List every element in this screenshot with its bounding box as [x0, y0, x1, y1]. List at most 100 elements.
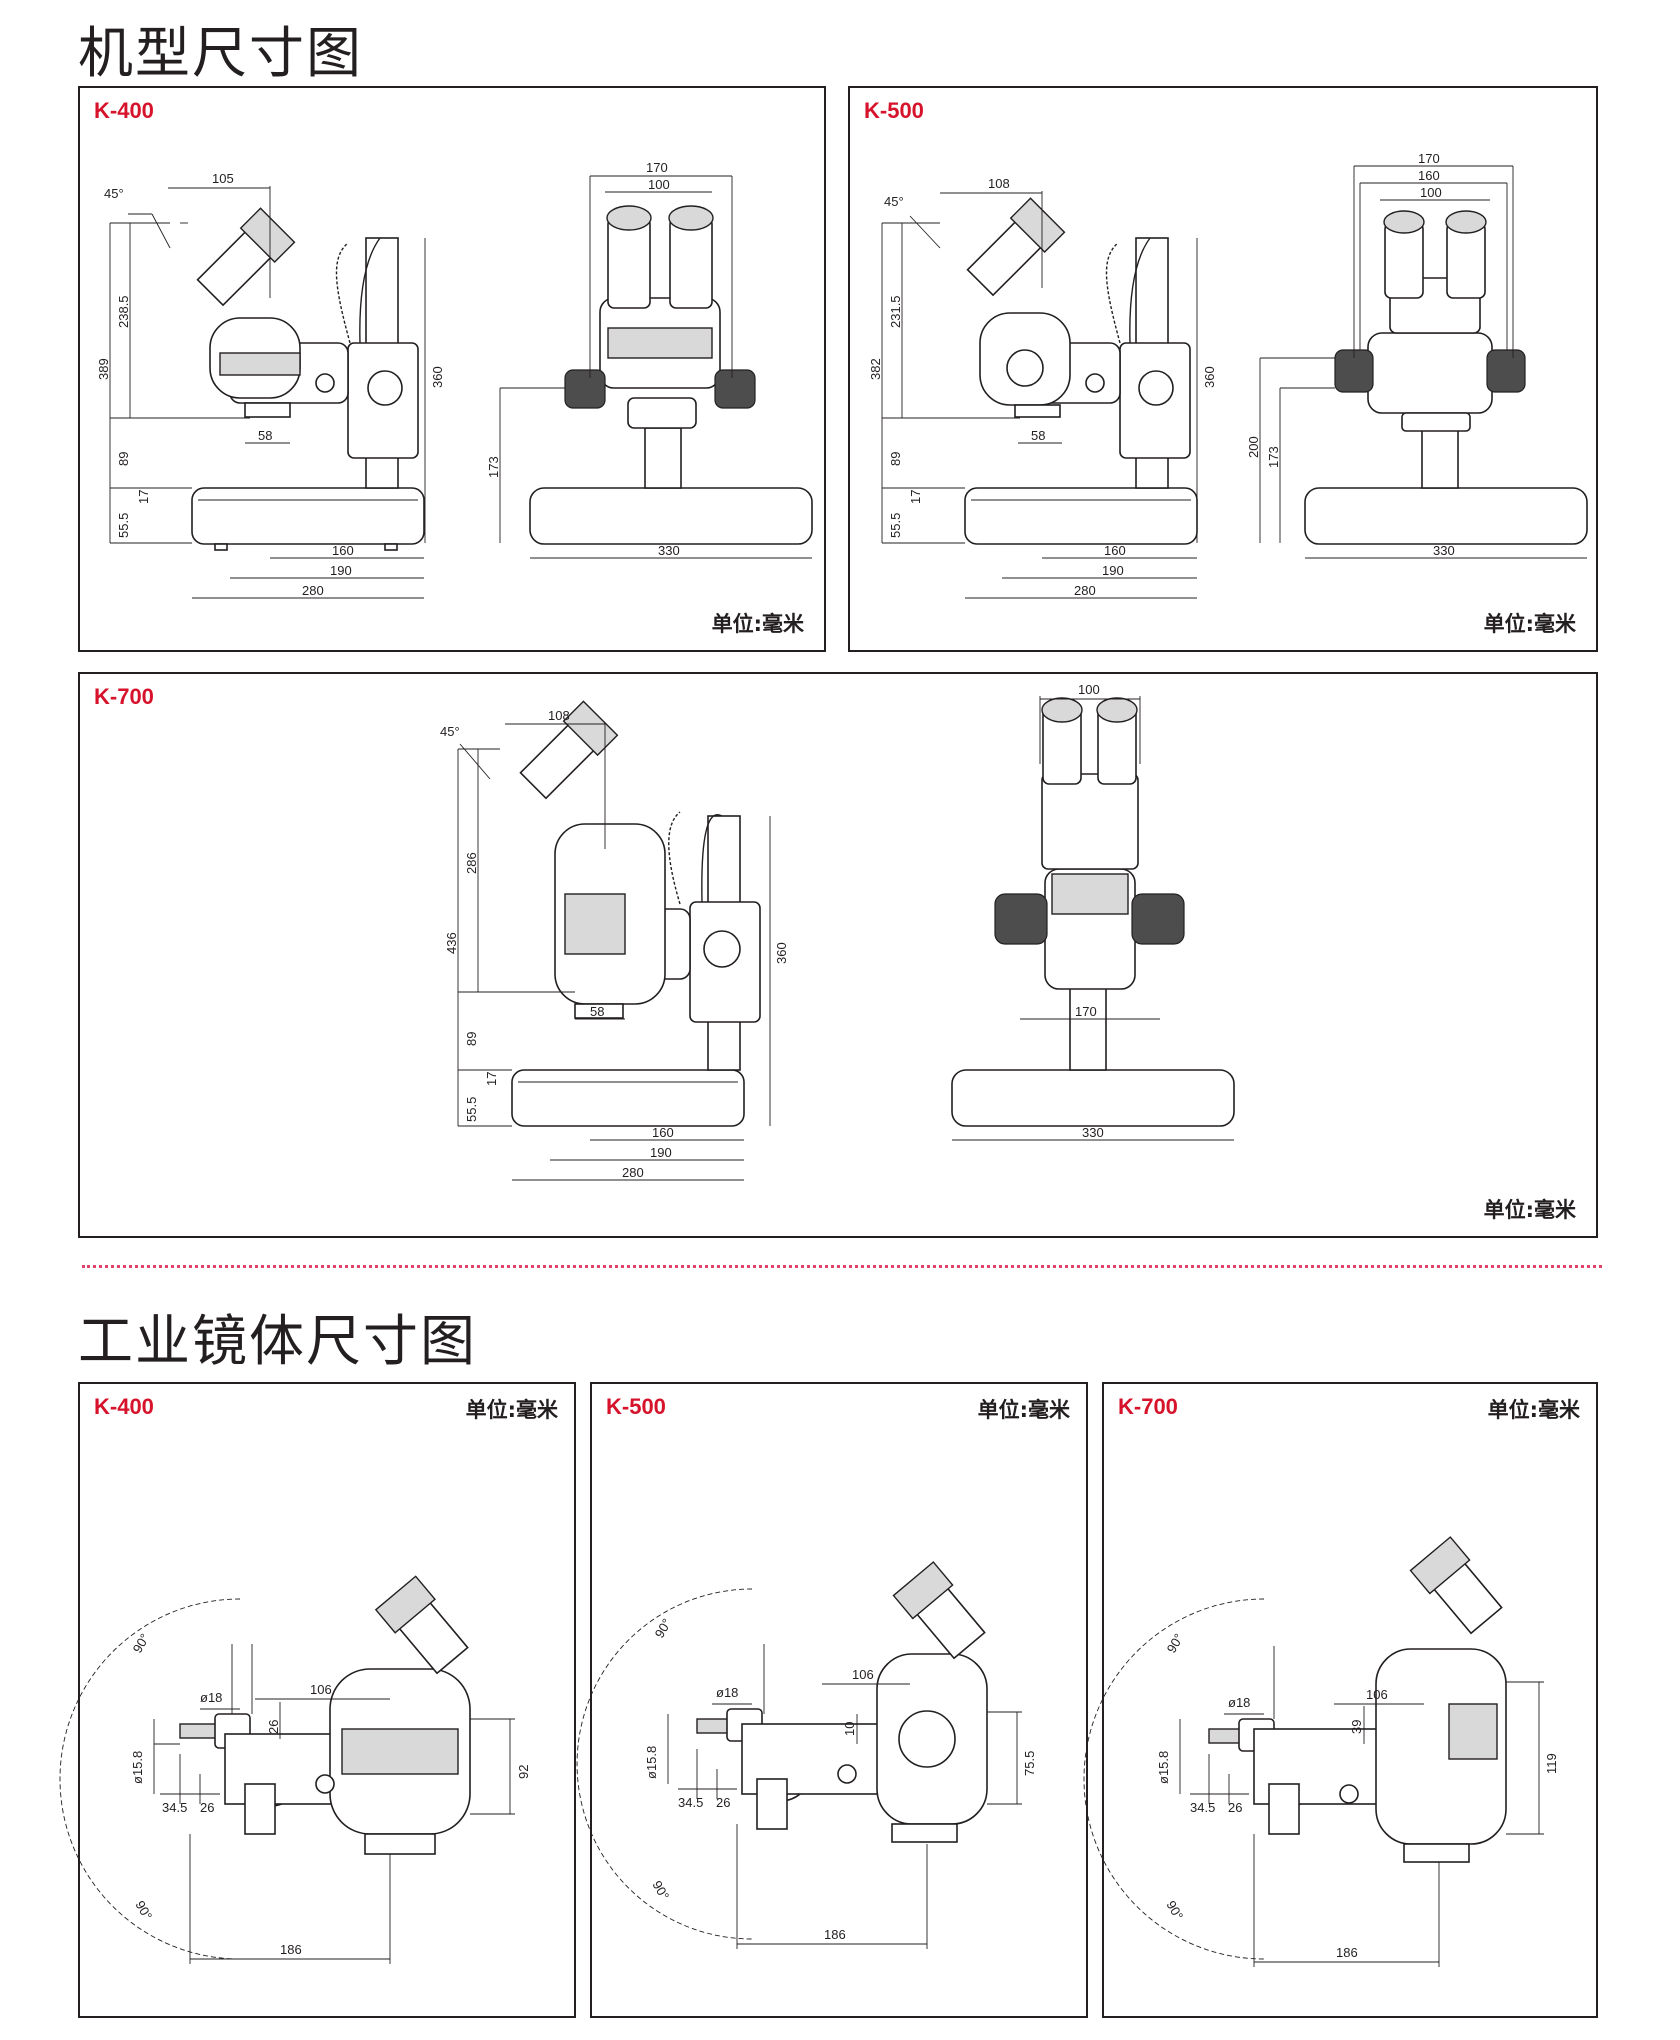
dim-d3: 280: [1074, 583, 1096, 598]
dim-lens: 58: [1031, 428, 1045, 443]
dim-h: 119: [1544, 1753, 1559, 1774]
k400-body-drawing: 90° 90° ø18 106 26 92 ø15.8 34.5 2: [59, 1575, 531, 1964]
panel-k400-body: K-400 单位:毫米 90° 90° ø18 106 26 92 ø15.8: [59, 1382, 576, 2018]
dim-39v: 39: [1349, 1720, 1364, 1734]
dim-base: 55.5: [116, 513, 131, 538]
dia15: ø15.8: [1156, 1751, 1171, 1784]
dim-h: 75.5: [1022, 1751, 1037, 1776]
dim-angle: 45°: [440, 724, 460, 739]
dim-len: 186: [280, 1942, 302, 1957]
dim-d2: 190: [1102, 563, 1124, 578]
dim-front-w2: 100: [648, 177, 670, 192]
k400-stand-drawing: 45° 105 238.5 389 89 55.5 17 58 360 160 …: [96, 160, 813, 599]
section-title-body: 工业镜体尺寸图: [78, 1309, 478, 1373]
dim-mid: 89: [116, 452, 131, 466]
dim-26v: 26: [266, 1720, 281, 1734]
k500-body-drawing: 90° 90° ø18 106 10 75.5 ø15.8 34.5 26: [576, 1561, 1037, 1949]
dim-foot: 17: [484, 1072, 499, 1086]
dim-b: 26: [716, 1795, 730, 1810]
dim-d2: 190: [330, 563, 352, 578]
dim-base: 55.5: [464, 1097, 479, 1122]
dim-front-base: 330: [1433, 543, 1455, 558]
dim-h: 92: [516, 1765, 531, 1779]
dim-front-w1: 170: [646, 160, 668, 175]
dim-d3: 280: [622, 1165, 644, 1180]
model-label: K-400: [94, 98, 154, 123]
dim-106: 106: [1366, 1687, 1388, 1702]
dim-pillar: 360: [430, 366, 445, 388]
dim-106: 106: [852, 1667, 874, 1682]
dim-lens: 58: [590, 1004, 604, 1019]
k700-stand-drawing: 45° 108 286 436 89 55.5 17 58 360 160 19…: [440, 682, 1235, 1181]
dim-front-h2: 173: [1266, 446, 1281, 468]
dim-b: 26: [200, 1800, 214, 1815]
dim-total: 389: [96, 358, 111, 380]
dim-front-base: 330: [658, 543, 680, 558]
dia15: ø15.8: [130, 1751, 145, 1784]
angle-bottom: 90°: [1163, 1898, 1186, 1923]
angle-bottom: 90°: [132, 1898, 155, 1923]
dim-a: 34.5: [162, 1800, 187, 1815]
dim-d2: 190: [650, 1145, 672, 1160]
dia18: ø18: [200, 1690, 222, 1705]
dim-angle: 45°: [884, 194, 904, 209]
unit-label: 单位:毫米: [711, 612, 804, 636]
unit-label: 单位:毫米: [1487, 1398, 1580, 1422]
dim-front-w2: 170: [1075, 1004, 1097, 1019]
panel-k700-stand: K-700 45° 108 286 436 89 55.5 17: [78, 672, 1598, 1238]
angle-top: 90°: [652, 1616, 675, 1641]
angle-top: 90°: [1164, 1631, 1187, 1656]
dim-pillar: 360: [774, 942, 789, 964]
dim-b: 26: [1228, 1800, 1242, 1815]
dim-a: 34.5: [1190, 1800, 1215, 1815]
dim-front-h1: 200: [1246, 436, 1261, 458]
dim-mid: 89: [464, 1032, 479, 1046]
k500-stand-drawing: 45° 108 231.5 382 89 55.5 17 58 360 160 …: [868, 151, 1588, 599]
model-label: K-400: [94, 1394, 154, 1419]
dim-upper: 231.5: [888, 295, 903, 328]
unit-label: 单位:毫米: [1483, 612, 1576, 636]
model-label: K-500: [864, 98, 924, 123]
dim-pillar: 360: [1202, 366, 1217, 388]
panel-k500-stand: K-500 45° 108 231.5 382 89 55.5 17: [848, 86, 1598, 652]
panel-k700-body: K-700 单位:毫米 90° 90° ø18 106 39 119 ø15.8: [1083, 1382, 1598, 2018]
dim-lens: 58: [258, 428, 272, 443]
dim-foot: 17: [136, 490, 151, 504]
dim-front-w1: 170: [1418, 151, 1440, 166]
dim-len: 186: [824, 1927, 846, 1942]
dim-106: 106: [310, 1682, 332, 1697]
dim-mid: 89: [888, 452, 903, 466]
dim-total: 382: [868, 358, 883, 380]
section-divider: [82, 1265, 1602, 1268]
dim-len: 186: [1336, 1945, 1358, 1960]
dim-front-height: 173: [486, 456, 501, 478]
dim-d1: 160: [332, 543, 354, 558]
dim-angle: 45°: [104, 186, 124, 201]
unit-label: 单位:毫米: [977, 1398, 1070, 1422]
unit-label: 单位:毫米: [465, 1398, 558, 1422]
dia15: ø15.8: [644, 1746, 659, 1779]
dim-front-w2: 160: [1418, 168, 1440, 183]
dim-upper: 286: [464, 852, 479, 874]
angle-bottom: 90°: [649, 1878, 672, 1903]
dim-eyepiece: 108: [988, 176, 1010, 191]
dim-eyepiece: 105: [212, 171, 234, 186]
dim-total: 436: [444, 932, 459, 954]
dim-d1: 160: [1104, 543, 1126, 558]
dim-foot: 17: [908, 490, 923, 504]
dim-a: 34.5: [678, 1795, 703, 1810]
dim-upper: 238.5: [116, 295, 131, 328]
dim-10v: 10: [842, 1722, 857, 1736]
dim-d1: 160: [652, 1125, 674, 1140]
section-title-models: 机型尺寸图: [78, 21, 364, 85]
dim-eyepiece: 108: [548, 708, 570, 723]
k700-body-drawing: 90° 90° ø18 106 39 119 ø15.8 34.5 26: [1083, 1536, 1559, 1967]
model-label: K-700: [1118, 1394, 1178, 1419]
dia18: ø18: [716, 1685, 738, 1700]
model-label: K-500: [606, 1394, 666, 1419]
dim-base: 55.5: [888, 513, 903, 538]
panel-k500-body: K-500 单位:毫米 90° 90° ø18 106 10 75.5 ø15.…: [576, 1382, 1088, 2018]
dia18: ø18: [1228, 1695, 1250, 1710]
dim-front-w3: 100: [1420, 185, 1442, 200]
dim-d3: 280: [302, 583, 324, 598]
